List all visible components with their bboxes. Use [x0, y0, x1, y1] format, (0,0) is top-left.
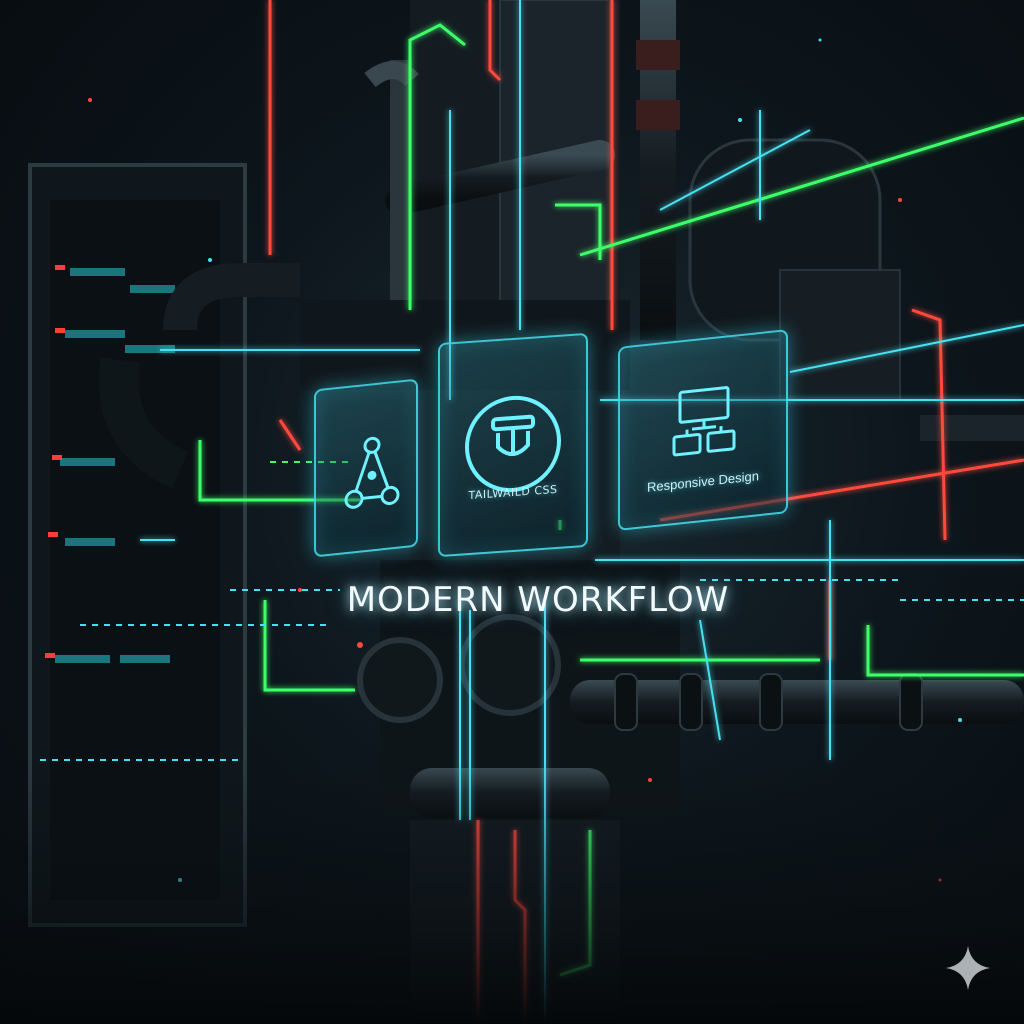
node-graph-icon: [344, 436, 400, 509]
headline: MODERN WORKFLOW: [346, 580, 730, 620]
devices-icon: [672, 386, 736, 457]
tailwind-card: TAILWAILD CSS: [438, 332, 588, 558]
sparkle-icon: [946, 946, 990, 990]
node-graph-card: [314, 378, 418, 558]
tailwind-logo-icon: [465, 395, 561, 493]
responsive-design-caption: Responsive Design: [646, 468, 759, 495]
responsive-design-card: Responsive Design: [618, 329, 788, 531]
cyan-circuit-lines: [140, 0, 1024, 1024]
